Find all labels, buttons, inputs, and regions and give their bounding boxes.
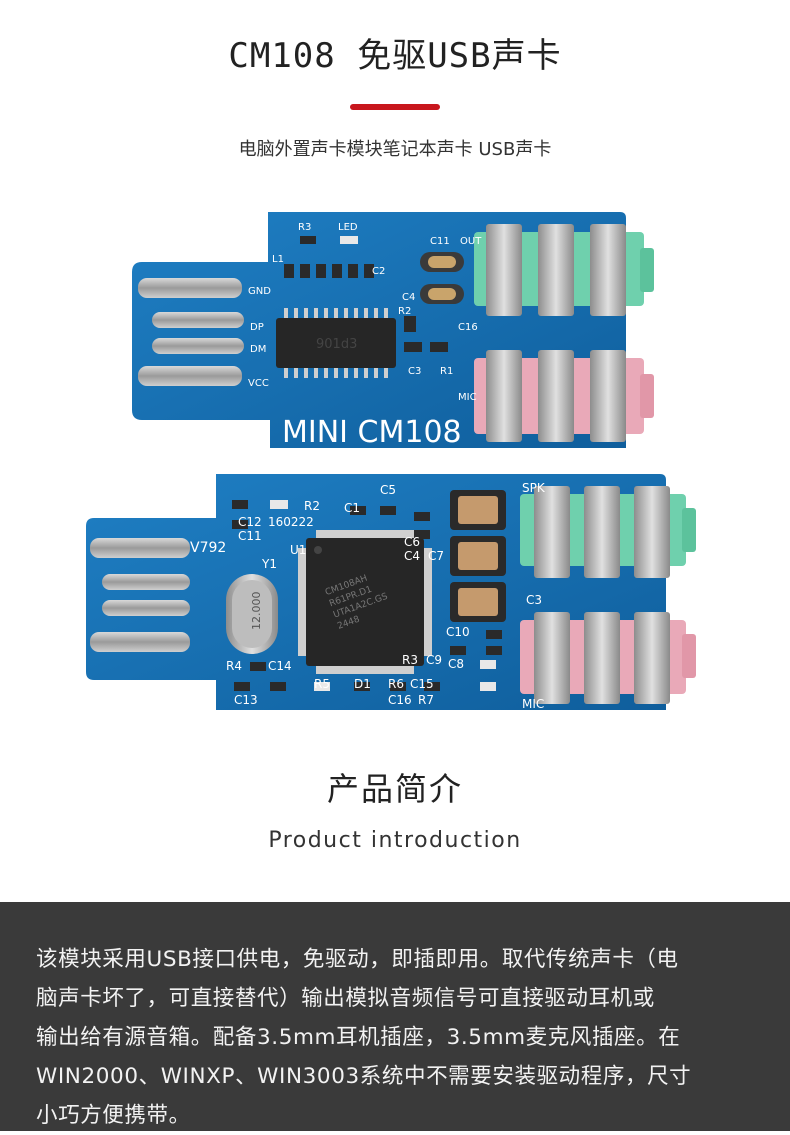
section-title: 产品简介 [326, 770, 463, 808]
silk-b-r6: R6 [388, 677, 404, 691]
silk-b-c7: C7 [428, 549, 444, 563]
silk-v792: V792 [190, 540, 226, 556]
silk-b-r4: R4 [226, 659, 242, 673]
smd-parts-bottom [232, 500, 502, 691]
intro-line-1: 该模块采用USB接口供电，免驱动，即插即用。取代传统声卡（电 [36, 947, 679, 972]
silk-dm: DM [250, 344, 266, 355]
headphone-jack-top [474, 224, 654, 316]
silk-r3: R3 [298, 222, 311, 233]
silk-b-y1: Y1 [261, 557, 277, 571]
intro-line-4: WIN2000、WINXP、WIN3003系统中不需要安装驱动程序，尺寸 [36, 1064, 692, 1089]
silk-c3: C3 [408, 366, 421, 377]
silk-b-c6: C6 [404, 535, 420, 549]
silk-b-r7: R7 [418, 693, 434, 707]
usb-contacts-top [138, 278, 244, 386]
intro-line-5: 小巧方便携带。 [36, 1103, 191, 1128]
silk-b-d1: D1 [354, 677, 371, 691]
silk-gnd: GND [248, 286, 271, 297]
silk-b-c3: C3 [526, 593, 542, 607]
silk-vcc: VCC [248, 378, 269, 389]
silk-b-c9: C9 [426, 653, 442, 667]
silk-b-c5: C5 [380, 483, 396, 497]
silk-c16: C16 [458, 322, 478, 333]
silk-b-c16: C16 [388, 693, 412, 707]
capacitors-top [420, 252, 464, 304]
silk-mic: MIC [458, 392, 477, 403]
crystal-marking: 12.000 [250, 592, 263, 631]
intro-line-2: 脑声卡坏了，可直接替代）输出模拟音频信号可直接驱动耳机或 [36, 986, 655, 1011]
silk-b-r5: R5 [314, 677, 330, 691]
chip-top-marking: 901d3 [316, 337, 357, 352]
intro-text: 该模块采用USB接口供电，免驱动，即插即用。取代传统声卡（电 脑声卡坏了，可直接… [36, 940, 758, 1135]
silk-board-name: MINI CM108 [282, 415, 462, 450]
silk-b-spk: SPK [522, 481, 546, 495]
board-top: R3 LED L1 C2 GND DP DM VCC C11 OUT C4 R2… [132, 212, 654, 450]
silk-b-c1: C1 [344, 501, 360, 515]
silk-dp: DP [250, 322, 264, 333]
silk-b-c11: C11 [238, 529, 262, 543]
intro-panel [0, 902, 790, 1131]
usb-contacts-bottom [90, 538, 190, 652]
silk-r1: R1 [440, 366, 453, 377]
section-subtitle: Product introduction [268, 828, 522, 853]
silk-c2: C2 [372, 266, 385, 277]
page-subtitle: 电脑外置声卡模块笔记本声卡 USB声卡 [238, 139, 552, 160]
silk-b-c8: C8 [448, 657, 464, 671]
silk-c11: C11 [430, 236, 450, 247]
silk-out: OUT [460, 236, 482, 247]
silk-c4: C4 [402, 292, 415, 303]
silk-b-c15: C15 [410, 677, 434, 691]
silk-b-c13: C13 [234, 693, 258, 707]
silk-b-date: 160222 [268, 515, 314, 529]
silk-b-c4: C4 [404, 549, 420, 563]
silk-led: LED [338, 222, 358, 233]
board-bottom: 12.000 CM108AH R61PR.D1 UTA1A2C.GS 2448 [86, 474, 696, 711]
silk-b-c12: C12 [238, 515, 262, 529]
crystal-y1: 12.000 [226, 574, 278, 654]
smd-parts-top [284, 236, 448, 352]
silk-b-u1: U1 [290, 543, 306, 557]
silk-b-r2: R2 [304, 499, 320, 513]
silk-r2: R2 [398, 306, 411, 317]
mic-jack-bottom [520, 612, 696, 704]
silk-l1: L1 [272, 254, 284, 265]
mic-jack-top [474, 350, 654, 442]
silk-b-c14: C14 [268, 659, 292, 673]
headphone-jack-bottom [520, 486, 696, 578]
chip-top [276, 308, 396, 378]
silk-b-c10: C10 [446, 625, 470, 639]
product-photo: R3 LED L1 C2 GND DP DM VCC C11 OUT C4 R2… [86, 212, 696, 711]
silk-b-mic: MIC [522, 697, 544, 711]
intro-line-3: 输出给有源音箱。配备3.5mm耳机插座，3.5mm麦克风插座。在 [36, 1025, 681, 1050]
silk-b-r3: R3 [402, 653, 418, 667]
title-accent-bar [350, 104, 440, 110]
page-title: CM108 免驱USB声卡 [228, 36, 562, 76]
big-capacitors-bottom [450, 490, 506, 622]
chip-bottom: CM108AH R61PR.D1 UTA1A2C.GS 2448 [298, 530, 432, 674]
